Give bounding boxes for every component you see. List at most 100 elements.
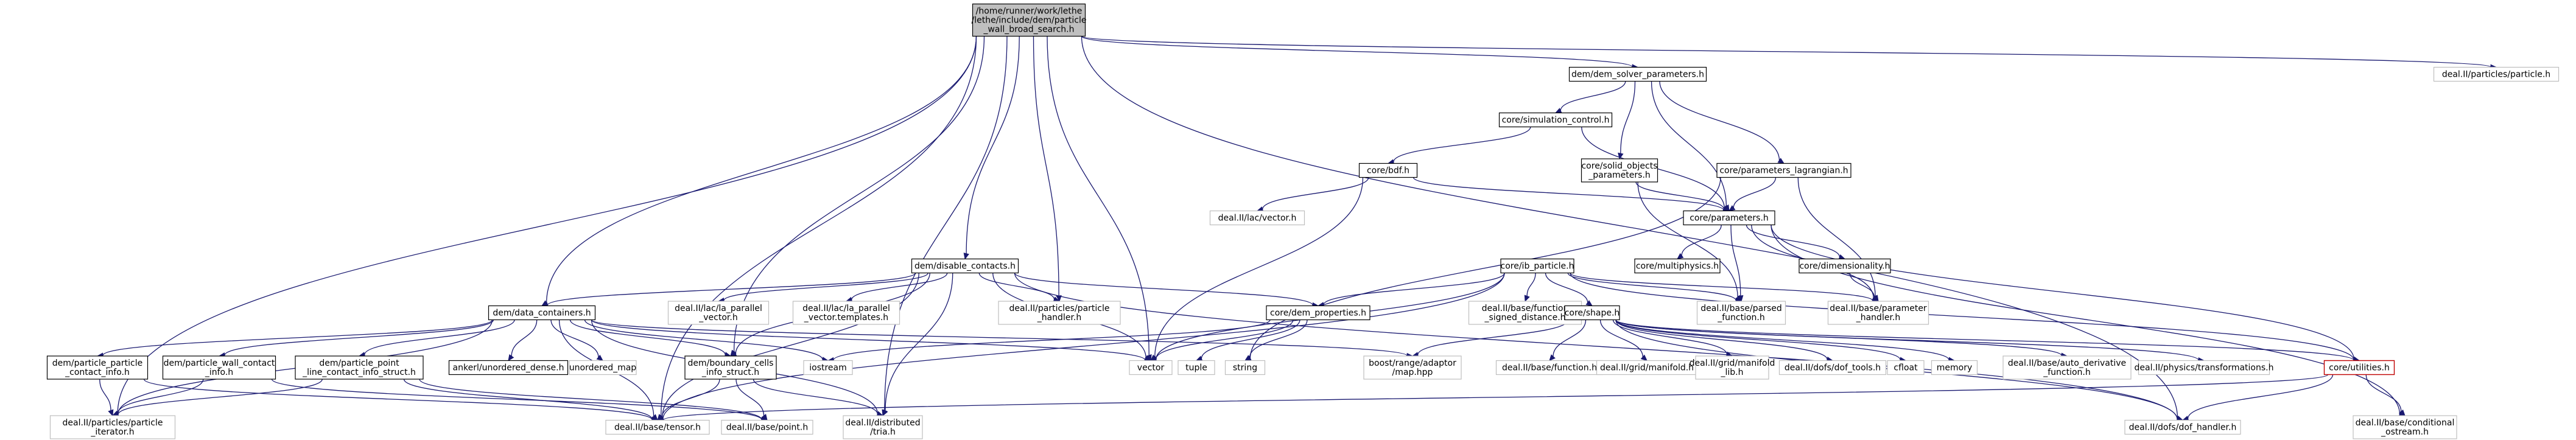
node-label: _info_struct.h <box>701 368 759 377</box>
node-utilities[interactable]: core/utilities.h <box>2323 360 2395 375</box>
node-shape[interactable]: core/shape.h <box>1564 305 1620 321</box>
node-parameter-handler: deal.II/base/parameter_handler.h <box>1827 301 1929 325</box>
node-ib-particle[interactable]: core/ib_particle.h <box>1500 258 1574 274</box>
node-particle-wall-contact-info[interactable]: dem/particle_wall_contact_info.h <box>162 355 276 380</box>
node-box <box>2002 355 2132 380</box>
node-box <box>1564 305 1620 321</box>
node-label: _wall_broad_search.h <box>983 25 1074 35</box>
edge-disable-contacts-to-la-parallel-vector-templates <box>851 273 948 300</box>
node-boundary-cells[interactable]: dem/boundary_cells_info_struct.h <box>684 355 777 380</box>
node-box <box>162 355 276 380</box>
node-label: ankerl/unordered_dense.h <box>453 363 564 373</box>
node-box <box>1500 258 1574 274</box>
node-label: _parameters.h <box>1588 170 1651 180</box>
edge-parameters-to-dimensionality <box>1746 225 1841 257</box>
node-label: unordered_map <box>569 363 636 373</box>
node-particle-point-line[interactable]: dem/particle_point_line_contact_info_str… <box>295 355 424 380</box>
node-bdf[interactable]: core/bdf.h <box>1358 162 1418 178</box>
edge-bdf-to-lac-vector <box>1262 177 1369 210</box>
edge-arrowhead <box>1737 295 1744 302</box>
node-label: deal.II/lac/vector.h <box>1218 214 1297 223</box>
edge-disable-contacts-to-data-containers <box>547 272 916 306</box>
edge-shape-to-cfloat <box>1615 320 1901 360</box>
node-box <box>605 419 710 435</box>
node-string: string <box>1224 360 1266 375</box>
node-label: vector <box>1137 363 1165 373</box>
edge-boundary-cells-to-distributed-tria <box>753 379 878 414</box>
edge-utilities-to-tensor <box>662 374 2329 421</box>
node-data-containers[interactable]: dem/data_containers.h <box>488 305 596 321</box>
edge-arrowhead <box>882 409 888 417</box>
node-particle-handler: deal.II/particles/particle_handler.h <box>998 301 1121 325</box>
node-parameters-lagrangian[interactable]: core/parameters_lagrangian.h <box>1716 162 1851 178</box>
node-solid-objects[interactable]: core/solid_objects_parameters.h <box>1581 158 1658 183</box>
node-box <box>1799 258 1891 274</box>
edge-arrowhead <box>1777 158 1785 164</box>
node-box <box>972 3 1086 37</box>
node-box <box>1498 112 1613 128</box>
edge-data-containers-to-particle-wall-contact-info <box>224 320 494 356</box>
node-label: _vector.templates.h <box>804 313 888 323</box>
node-simulation-control[interactable]: core/simulation_control.h <box>1498 112 1613 128</box>
node-label: dem/particle_point <box>319 358 399 368</box>
node-box <box>1931 360 1978 375</box>
edge-root-to-tensor <box>661 36 977 416</box>
node-box <box>569 360 637 375</box>
node-label: deal.II/dofs/dof_tools.h <box>1785 363 1881 373</box>
node-base-function: deal.II/base/function.h <box>1495 360 1604 375</box>
edge-particle-point-line-to-point <box>419 379 762 420</box>
node-unordered-map: unordered_map <box>569 360 637 375</box>
node-label: /tria.h <box>870 427 896 437</box>
edge-disable-contacts-to-tensor <box>662 273 919 418</box>
edge-dem-solver-parameters-to-solid-objects <box>1620 81 1636 154</box>
node-parameters[interactable]: core/parameters.h <box>1683 210 1775 226</box>
node-label: dem/data_containers.h <box>493 309 591 318</box>
edge-dem-solver-parameters-to-parameters-lagrangian <box>1659 81 1780 161</box>
node-label: _contact_info.h <box>65 368 130 377</box>
edge-arrowhead <box>1728 205 1736 212</box>
node-distributed-tria: deal.II/distributed/tria.h <box>843 415 923 439</box>
edge-shape-to-dof-tools <box>1615 320 1828 360</box>
node-label: _ostream.h <box>2381 427 2429 437</box>
edge-arrowhead <box>1677 253 1684 260</box>
edge-arrowhead <box>1640 354 1648 361</box>
node-label: core/dem_properties.h <box>1270 309 1366 318</box>
edge-arrowhead <box>2399 409 2406 416</box>
node-grid-manifold: deal.II/grid/manifold.h <box>1596 360 1698 375</box>
edge-root-to-particles-particle <box>1081 35 2491 68</box>
node-box <box>1634 258 1721 274</box>
node-cfloat: cfloat <box>1887 360 1925 375</box>
node-label: deal.II/particles/particle <box>62 418 163 428</box>
edge-data-containers-to-particle-particle-contact-info <box>102 319 493 356</box>
node-dimensionality[interactable]: core/dimensionality.h <box>1799 258 1891 274</box>
node-box <box>488 305 596 321</box>
node-multiphysics[interactable]: core/multiphysics.h <box>1634 258 1721 274</box>
node-dem-solver-parameters[interactable]: dem/dem_solver_parameters.h <box>1568 66 1707 82</box>
node-box <box>1716 162 1851 178</box>
node-label: deal.II/base/parameter <box>1830 304 1927 313</box>
node-label: deal.II/base/tensor.h <box>614 423 701 433</box>
edge-data-containers-to-boost-adaptor <box>591 319 1408 357</box>
node-label: _info.h <box>205 368 233 377</box>
edge-parameters-lagrangian-to-parameters <box>1733 177 1777 208</box>
node-disable-contacts[interactable]: dem/disable_contacts.h <box>911 258 1019 274</box>
node-dem-properties[interactable]: core/dem_properties.h <box>1266 305 1370 321</box>
node-ankerl[interactable]: ankerl/unordered_dense.h <box>448 360 569 375</box>
node-particle-particle-contact-info[interactable]: dem/particle_particle_contact_info.h <box>46 355 149 380</box>
node-memory: memory <box>1931 360 1978 375</box>
edge-particle-point-line-to-particle-iterator <box>118 379 323 415</box>
edge-particle-wall-contact-info-to-particle-iterator <box>117 379 204 414</box>
edge-shape-to-grid-manifold <box>1599 320 1643 357</box>
node-root[interactable]: /home/runner/work/lethe/lethe/include/de… <box>971 3 1087 37</box>
node-label: _vector.h <box>698 313 737 323</box>
edge-dem-properties-to-string <box>1249 320 1308 358</box>
edge-shape-to-transformations <box>1615 319 2199 361</box>
edge-parameters-to-multiphysics <box>1681 225 1722 256</box>
node-dof-handler: deal.II/dofs/dof_handler.h <box>2124 419 2241 435</box>
edge-bdf-to-vector <box>1154 177 1364 357</box>
node-box <box>1827 301 1929 325</box>
node-label: deal.II/particles/particle <box>1009 304 1109 313</box>
node-label: deal.II/base/auto_derivative <box>2008 358 2126 368</box>
node-box <box>667 301 770 325</box>
edge-data-containers-to-unordered-map <box>550 320 599 357</box>
